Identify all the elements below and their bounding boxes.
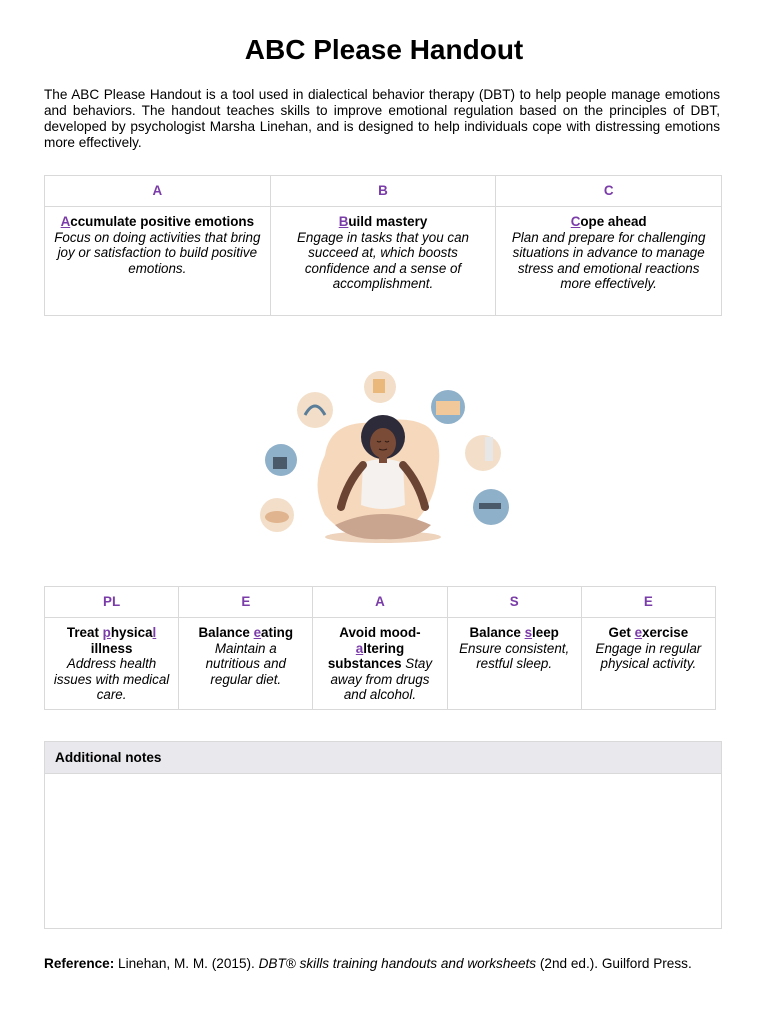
skill-label: Accumulate positive emotions (60, 214, 255, 229)
skill-description: Ensure consistent, restful sleep. (459, 640, 570, 672)
abc-cell-build: Build mastery Engage in tasks that you c… (269, 206, 497, 316)
skill-label: Avoid mood-altering substances (327, 625, 421, 671)
please-cell-exercise: Get exercise Engage in regular physical … (580, 617, 717, 710)
please-cell-mood-altering: Avoid mood-altering substances Stay away… (312, 617, 448, 710)
abc-header-c: C (495, 175, 722, 207)
please-skills-table: PL E A S E Treat physical illness Addres… (43, 586, 717, 710)
skill-letter: A (60, 214, 71, 229)
please-header-e-eating: E (178, 586, 314, 618)
reference-label: Reference: (44, 956, 115, 971)
skill-letter: s (524, 625, 533, 640)
skill-description: Maintain a nutritious and regular diet. (205, 640, 286, 687)
skill-label: Balance sleep (469, 625, 559, 640)
skill-letter: C (570, 214, 581, 229)
abc-skills-table: A B C Accumulate positive emotions Focus… (44, 175, 722, 316)
abc-header-row: A B C (44, 175, 722, 207)
skill-description: Engage in regular physical activity. (595, 640, 702, 672)
reference-citation: Reference: Linehan, M. M. (2015). DBT® s… (44, 956, 692, 971)
skill-description: Address health issues with medical care. (53, 656, 170, 702)
skill-letter: e (253, 625, 262, 640)
skill-description: Stay away from drugs and alcohol. (330, 656, 433, 702)
skill-description: Focus on doing activities that bring joy… (54, 229, 261, 276)
skill-letter: p (102, 625, 111, 640)
intro-paragraph: The ABC Please Handout is a tool used in… (44, 87, 720, 150)
please-cell-eating: Balance eating Maintain a nutritious and… (178, 617, 314, 710)
please-header-a: A (312, 586, 448, 618)
additional-notes-heading: Additional notes (45, 742, 721, 774)
skill-letter: a (355, 640, 364, 656)
please-header-s: S (446, 586, 582, 618)
abc-cell-accumulate: Accumulate positive emotions Focus on do… (44, 206, 271, 316)
abc-content-row: Accumulate positive emotions Focus on do… (44, 206, 722, 316)
skill-label: Get exercise (608, 625, 689, 640)
skill-letter: e (634, 625, 643, 640)
skill-label: Balance eating (198, 625, 294, 640)
skill-description: Plan and prepare for challenging situati… (511, 229, 706, 292)
abc-cell-cope: Cope ahead Plan and prepare for challeng… (495, 206, 722, 316)
abc-header-a: A (44, 175, 271, 207)
skill-label: Build mastery (338, 214, 428, 229)
meditation-illustration (260, 371, 509, 543)
skill-letter: l (152, 625, 157, 640)
please-cell-physical-illness: Treat physical illness Address health is… (43, 617, 180, 710)
skill-label: Treat physical illness (66, 625, 157, 656)
skill-description: Engage in tasks that you can succeed at,… (297, 229, 469, 292)
skill-label: Cope ahead (570, 214, 647, 229)
abc-header-b: B (269, 175, 497, 207)
please-header-pl: PL (43, 586, 180, 618)
please-cell-sleep: Balance sleep Ensure consistent, restful… (446, 617, 582, 710)
please-content-row: Treat physical illness Address health is… (43, 617, 717, 710)
reference-work-title: DBT® skills training handouts and worksh… (258, 956, 537, 971)
page-title: ABC Please Handout (244, 34, 524, 65)
please-header-row: PL E A S E (43, 586, 717, 618)
please-header-e-exercise: E (580, 586, 717, 618)
additional-notes-box[interactable]: Additional notes (44, 741, 722, 929)
skill-letter: B (338, 214, 349, 229)
